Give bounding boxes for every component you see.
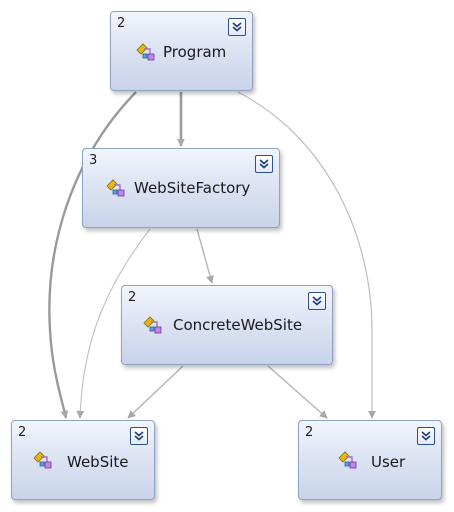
- node-name: WebSite: [67, 453, 129, 471]
- node-websitefactory[interactable]: 3 WebSiteFactory: [82, 148, 280, 228]
- class-icon: [33, 451, 52, 469]
- chevron-double-down-icon: [421, 431, 431, 441]
- edge-program-user: [237, 91, 376, 419]
- node-count: 2: [18, 425, 27, 440]
- node-website[interactable]: 2 WebSite: [11, 420, 155, 500]
- class-icon: [338, 451, 357, 469]
- node-name: WebSiteFactory: [134, 179, 251, 197]
- node-count: 2: [117, 16, 126, 31]
- chevron-double-down-icon: [312, 296, 322, 306]
- expand-toggle-button[interactable]: [130, 427, 148, 445]
- edge-websitefactory-website: [76, 228, 151, 419]
- node-program[interactable]: 2 Program: [110, 11, 253, 91]
- node-name: ConcreteWebSite: [173, 316, 303, 334]
- node-name: Program: [163, 43, 227, 61]
- chevron-double-down-icon: [134, 431, 144, 441]
- node-count: 2: [305, 425, 314, 440]
- expand-toggle-button[interactable]: [308, 292, 326, 310]
- edge-program-website: [48, 91, 137, 419]
- class-icon: [106, 179, 125, 197]
- node-count: 2: [128, 290, 137, 305]
- chevron-double-down-icon: [232, 22, 242, 32]
- node-name: User: [371, 453, 406, 471]
- class-icon: [136, 43, 155, 61]
- expand-toggle-button[interactable]: [255, 155, 273, 173]
- chevron-double-down-icon: [259, 159, 269, 169]
- edge-concretewebsite-website: [127, 365, 184, 419]
- node-count: 3: [89, 153, 98, 168]
- expand-toggle-button[interactable]: [417, 427, 435, 445]
- node-concretewebsite[interactable]: 2 ConcreteWebSite: [121, 285, 333, 365]
- node-user[interactable]: 2 User: [298, 420, 442, 500]
- class-icon: [143, 316, 162, 334]
- edge-concretewebsite-user: [267, 365, 328, 419]
- expand-toggle-button[interactable]: [228, 18, 246, 36]
- edge-websitefactory-concretewebsite: [196, 228, 214, 284]
